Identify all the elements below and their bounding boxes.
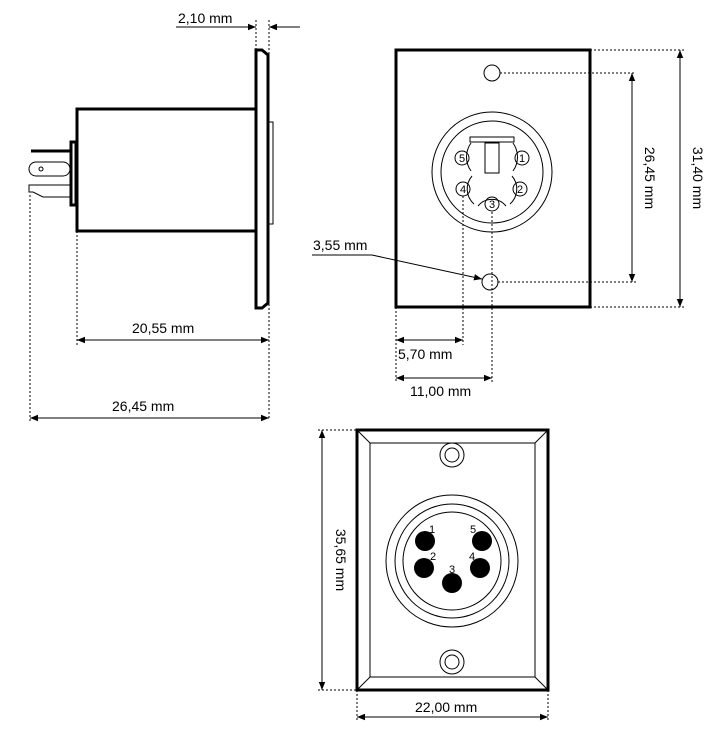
pin-label: 4	[460, 184, 466, 196]
front-plate	[355, 428, 550, 692]
pin-offset-label: 5,70 mm	[398, 346, 452, 362]
mounting-hole	[483, 64, 501, 82]
front-view: 1 2 3 4 5 35,65 mm 22,00 mm	[318, 428, 550, 722]
leader-line	[371, 254, 483, 281]
hole-diameter-label: 3,55 mm	[313, 237, 367, 253]
front-plate-width-label: 22,00 mm	[415, 699, 477, 715]
mounting-flange	[254, 48, 270, 310]
rear-view: 1 2 3 4 5 26,45 mm 31,40 mm 3,55 mm 5,70…	[312, 48, 706, 399]
hole-spacing-label: 26,45 mm	[642, 147, 658, 209]
front-pins: 1 2 3 4 5	[414, 524, 492, 593]
rear-plate	[394, 48, 592, 309]
outer-ring	[385, 494, 519, 628]
middle-ring	[394, 503, 510, 619]
pin-label: 3	[449, 564, 455, 576]
solder-hole	[38, 166, 44, 172]
ground-tab	[28, 184, 72, 198]
pin-label: 2	[517, 184, 523, 196]
body-length-label: 20,55 mm	[132, 320, 194, 336]
side-view: 2,10 mm 20,55 mm 26,45 mm	[28, 10, 300, 422]
mounting-hole	[439, 649, 465, 675]
plate-height-label: 31,40 mm	[690, 147, 706, 209]
rear-boss	[69, 140, 78, 207]
pin-label: 2	[430, 551, 436, 563]
pin-label: 4	[469, 551, 475, 563]
pin-label: 1	[429, 524, 435, 536]
mounting-hole	[481, 273, 499, 291]
front-plate-height-label: 35,65 mm	[333, 529, 349, 591]
flange-thickness-label: 2,10 mm	[178, 10, 232, 26]
pin-label: 3	[489, 199, 495, 211]
inner-ring	[402, 511, 502, 611]
solder-cup	[28, 161, 71, 177]
mounting-hole	[439, 442, 465, 468]
rear-pins: 1 2 3 4 5	[454, 142, 530, 212]
pin-label: 5	[470, 524, 476, 536]
middle-ring	[440, 120, 544, 224]
pin-label: 1	[519, 153, 525, 165]
key-slot	[484, 142, 500, 174]
front-boss	[268, 121, 274, 225]
key-bar	[469, 136, 515, 143]
pin-label: 5	[459, 153, 465, 165]
center-offset-label: 11,00 mm	[410, 383, 471, 399]
connector-body	[75, 107, 258, 233]
total-length-label: 26,45 mm	[112, 398, 174, 414]
